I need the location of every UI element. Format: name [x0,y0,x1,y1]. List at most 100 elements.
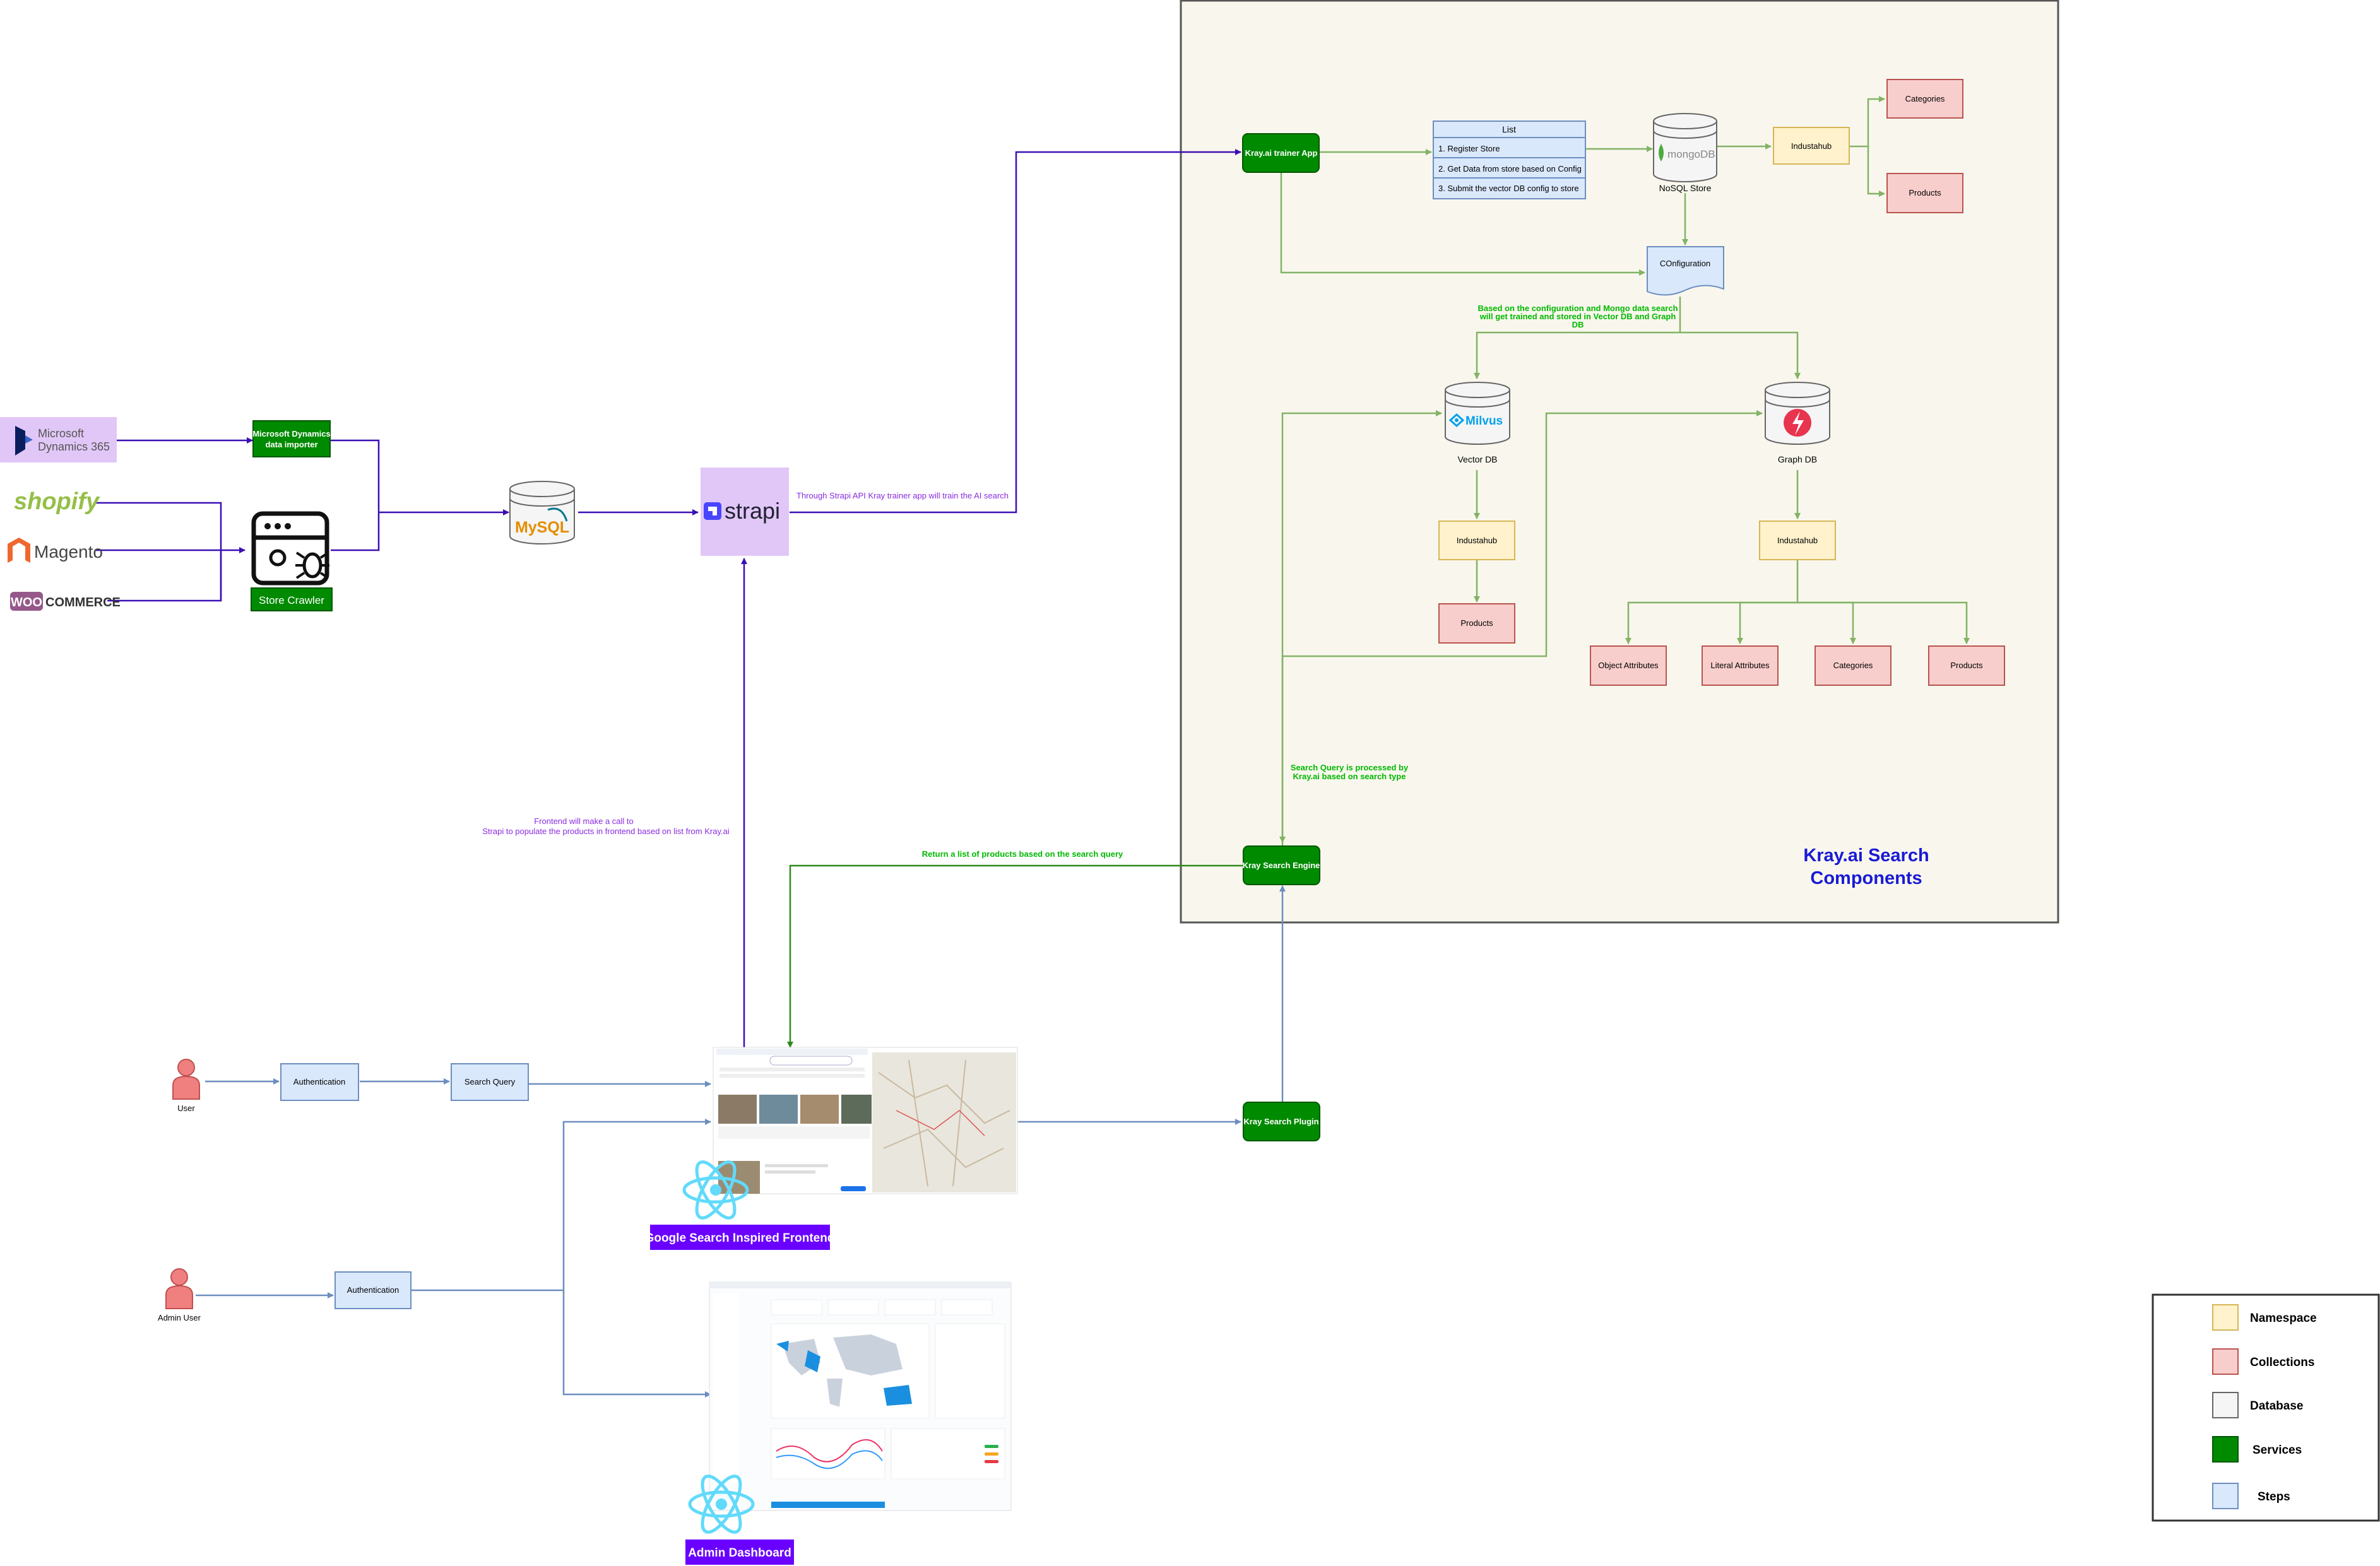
search-engine: Kray Search Engine [1243,845,1320,885]
collection-graph-categories: Categories [1815,645,1892,686]
collection-categories: Categories [1886,79,1963,119]
svg-text:Kray.ai trainer App: Kray.ai trainer App [1245,148,1318,158]
svg-text:Magento: Magento [34,542,103,562]
svg-text:Authentication: Authentication [347,1285,399,1295]
svg-text:Industahub: Industahub [1791,141,1832,151]
svg-text:Categories: Categories [1833,661,1873,670]
svg-text:WOO: WOO [11,596,42,609]
user-icon: User [172,1059,200,1113]
mongo-database: mongoDB NoSQL Store [1653,113,1717,193]
svg-text:MySQL: MySQL [515,519,569,536]
svg-text:shopify: shopify [14,488,100,515]
list-item: 2. Get Data from store based on Config [1438,164,1582,174]
list-header: List [1502,124,1516,134]
dashboard-screenshot [709,1281,1012,1511]
graph-database: Graph DB [1765,382,1830,464]
shopify-logo: shopify [14,488,100,515]
svg-text:Database: Database [2250,1399,2304,1413]
authentication-step: Authentication [280,1063,359,1101]
legend-item: Namespace [2212,1304,2317,1331]
svg-text:Collections: Collections [2250,1356,2314,1369]
store-crawler: Store Crawler [251,587,333,611]
note-strapi-train: Through Strapi API Kray trainer app will… [796,491,1009,500]
panel-title-line1: Kray.ai Search [1803,845,1929,866]
namespace-vector: Industahub [1438,521,1515,560]
dynamics365-logo: Microsoft Dynamics 365 [0,417,117,462]
frontend-screenshot [713,1047,1018,1194]
strapi-logo: strapi [701,468,789,556]
svg-text:Kray Search Plugin: Kray Search Plugin [1243,1117,1318,1126]
svg-text:Products: Products [1460,618,1493,628]
svg-text:Namespace: Namespace [2250,1312,2317,1325]
note-return-list: Return a list of products based on the s… [922,849,1123,859]
search-plugin: Kray Search Plugin [1243,1102,1320,1141]
svg-text:COMMERCE: COMMERCE [45,596,121,609]
namespace-mongo: Industahub [1773,127,1850,165]
edges [95,96,1970,1398]
note-search-processed-2: Kray.ai based on search type [1293,772,1406,781]
collection-object-attributes: Object Attributes [1590,645,1667,686]
legend: Namespace Collections Database Services … [2152,1293,2380,1522]
ms-dynamics-importer: Microsoft Dynamics data importer [252,420,331,457]
frontend-label: Google Search Inspired Frontend [645,1225,835,1250]
admin-authentication-step: Authentication [335,1271,411,1309]
vector-db-label: Vector DB [1457,454,1497,464]
svg-text:Steps: Steps [2258,1490,2290,1504]
legend-item: Services [2212,1436,2302,1463]
svg-text:Services: Services [2253,1444,2302,1457]
svg-text:strapi: strapi [725,498,780,524]
collection-literal-attributes: Literal Attributes [1702,645,1779,686]
admin-user-icon: Admin User [158,1268,201,1322]
user-label: User [177,1104,195,1113]
magento-logo: Magento [8,538,103,563]
svg-text:Authentication: Authentication [293,1077,345,1086]
woocommerce-logo: WOO COMMERCE [10,592,121,611]
svg-text:mongoDB: mongoDB [1667,148,1715,160]
dashboard-label: Admin Dashboard [685,1540,794,1565]
svg-text:Object Attributes: Object Attributes [1598,661,1659,670]
svg-text:Industahub: Industahub [1457,536,1497,545]
panel-title-line2: Components [1810,868,1922,888]
svg-text:Search Query: Search Query [465,1077,516,1086]
list-item: 3. Submit the vector DB config to store [1438,184,1579,193]
mongo-label: NoSQL Store [1659,183,1712,193]
legend-item: Database [2212,1392,2304,1418]
crawler-icon [251,511,329,586]
dynamics-line2: Dynamics 365 [38,440,110,453]
svg-text:data importer: data importer [265,440,317,449]
kray-components-panel: Kray.ai Search Components [1180,0,2059,924]
svg-text:COnfiguration: COnfiguration [1660,259,1710,268]
note-config-2: will get trained and stored in Vector DB… [1479,312,1676,321]
svg-text:Microsoft Dynamics: Microsoft Dynamics [252,429,331,439]
react-logo-frontend [682,1160,749,1220]
admin-user-label: Admin User [158,1313,201,1322]
legend-item: Collections [2212,1348,2314,1375]
svg-text:Industahub: Industahub [1777,536,1818,545]
collection-vector-products: Products [1438,603,1515,644]
svg-text:Literal Attributes: Literal Attributes [1710,661,1770,670]
svg-text:Google Search Inspired Fronten: Google Search Inspired Frontend [645,1232,835,1245]
note-config-1: Based on the configuration and Mongo dat… [1477,303,1678,313]
svg-text:Milvus: Milvus [1465,415,1503,428]
configuration-document: COnfiguration [1647,246,1724,296]
svg-text:Products: Products [1950,661,1983,670]
collection-products: Products [1886,173,1963,213]
svg-text:Categories: Categories [1905,94,1945,103]
list-item: 1. Register Store [1438,144,1500,153]
dynamics-line1: Microsoft [38,427,84,440]
note-frontend-call-2: Strapi to populate the products in front… [482,827,730,836]
svg-text:Store Crawler: Store Crawler [259,594,324,606]
collection-graph-products: Products [1928,645,2005,686]
mysql-database: MySQL [509,481,575,545]
svg-text:Products: Products [1909,188,1941,197]
graph-db-label: Graph DB [1778,454,1817,464]
namespace-graph: Industahub [1759,521,1836,560]
search-query-step: Search Query [451,1063,529,1101]
legend-item: Steps [2212,1483,2290,1509]
svg-text:Admin Dashboard: Admin Dashboard [688,1546,791,1560]
note-config-3: DB [1572,320,1584,329]
milvus-database: Milvus Vector DB [1445,382,1510,464]
react-logo-dashboard [688,1475,755,1534]
svg-text:Kray Search Engine: Kray Search Engine [1243,861,1320,870]
